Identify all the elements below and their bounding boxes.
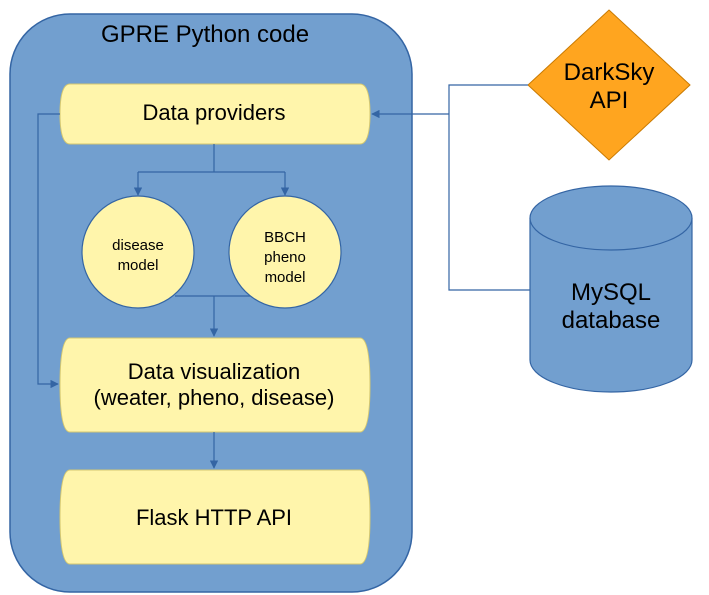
mysql-cylinder-body: [529, 218, 693, 393]
flask-api-shape: [59, 469, 371, 565]
data-providers-label: Data providers: [142, 100, 285, 125]
providers-to-models-connector: [138, 144, 285, 173]
darksky-connector: [448, 84, 528, 114]
external-connectors: [371, 84, 530, 291]
bbch-model-line2: pheno: [264, 249, 306, 266]
darksky-line1: DarkSky: [564, 59, 655, 86]
darksky-line2: API: [590, 87, 629, 114]
data-visualization-line1: Data visualization: [128, 359, 300, 384]
container-background: [9, 13, 413, 593]
disease-model-node: disease model: [81, 195, 195, 309]
bbch-model-line3: model: [265, 269, 306, 286]
container-title: GPRE Python code: [101, 21, 309, 48]
internal-connectors: [37, 113, 290, 469]
disease-model-line2: model: [118, 257, 159, 274]
disease-model-circle: [81, 195, 195, 309]
data-visualization-box: Data visualization (weater, pheno, disea…: [59, 337, 371, 433]
gpre-python-code-container: GPRE Python code: [9, 13, 413, 593]
disease-model-line1: disease: [112, 237, 164, 254]
data-providers-box: Data providers: [59, 83, 371, 145]
flask-http-api-box: Flask HTTP API: [59, 469, 371, 565]
mysql-connector: [448, 114, 530, 291]
data-visualization-shape: [59, 337, 371, 433]
bbch-model-line1: BBCH: [264, 229, 306, 246]
data-visualization-line2: (weater, pheno, disease): [94, 385, 335, 410]
flask-api-label: Flask HTTP API: [136, 505, 292, 530]
mysql-cylinder-top: [529, 185, 693, 251]
data-providers-shape: [59, 83, 371, 145]
mysql-database-node: MySQL database: [529, 185, 693, 393]
darksky-diamond: [527, 9, 691, 161]
mysql-line1: MySQL: [571, 279, 651, 306]
mysql-line2: database: [562, 307, 661, 334]
providers-bypass-arrow: [37, 113, 60, 389]
darksky-api-node: DarkSky API: [527, 9, 691, 161]
bbch-model-circle: [228, 195, 342, 309]
bbch-pheno-model-node: BBCH pheno model: [228, 195, 342, 309]
